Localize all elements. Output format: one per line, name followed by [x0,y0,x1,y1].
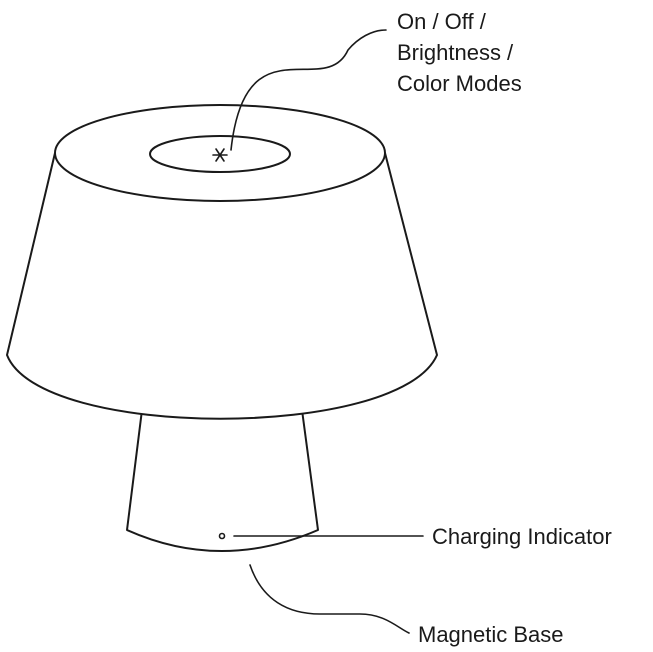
power-button-ring[interactable] [149,135,291,173]
label-charging-indicator: Charging Indicator [432,524,612,549]
lamp-shade [6,104,438,420]
base-stem [126,409,319,552]
shade-top [54,104,386,202]
asterisk-icon[interactable] [212,148,228,162]
label-power-line-3: Color Modes [397,71,522,96]
dot-icon [218,532,226,540]
lamp-base [126,409,319,552]
label-power-line-1: On / Off / [397,9,486,34]
label-power-line-2: Brightness / [397,40,514,65]
leader-line-power [230,29,387,151]
shade-body [6,152,438,420]
leader-line-base [249,564,410,634]
label-power-controls: On / Off / Brightness / Color Modes [397,6,522,99]
label-magnetic-base: Magnetic Base [418,622,564,647]
